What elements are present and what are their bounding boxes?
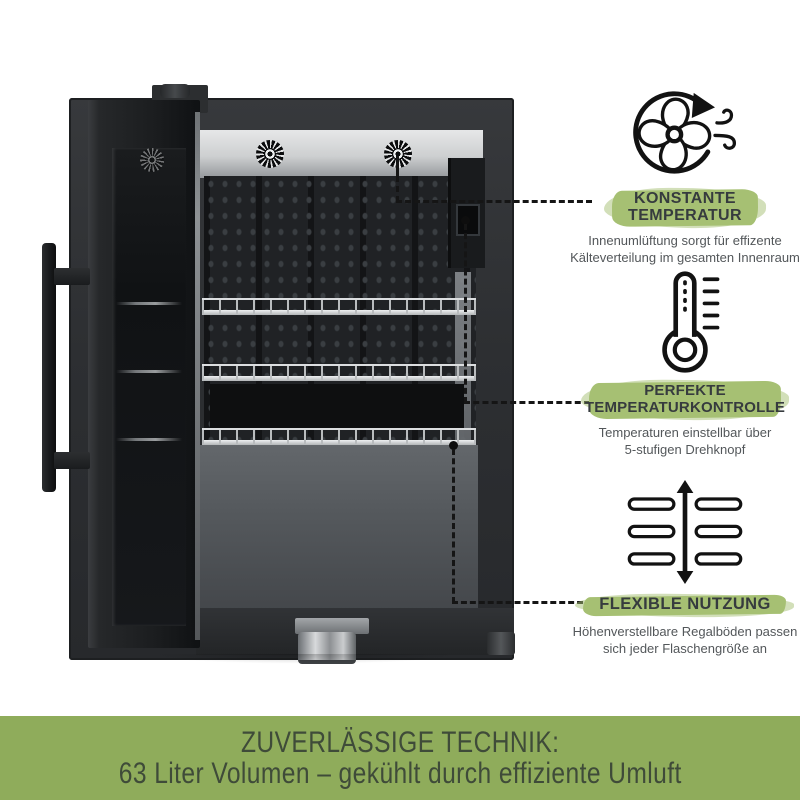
feature-title-highlight: FLEXIBLE NUTZUNG bbox=[591, 594, 778, 615]
fridge-interior-ceiling bbox=[196, 130, 483, 178]
fan-reflection bbox=[140, 148, 164, 172]
callout-line-shelf-vertical bbox=[452, 449, 455, 603]
door-hinge-pin bbox=[160, 84, 190, 98]
callout-line-thermostat-vertical bbox=[464, 224, 467, 403]
callout-line-thermostat-horizontal bbox=[464, 401, 590, 404]
callout-dot-shelf bbox=[449, 441, 458, 450]
feature-description: Temperaturen einstellbar über 5-stufigen… bbox=[598, 425, 772, 457]
feature-callout-temperaturkontrolle: PERFEKTE TEMPERATURKONTROLLE Temperature… bbox=[566, 270, 800, 458]
fridge-foot-left bbox=[298, 632, 356, 664]
feature-title-line: FLEXIBLE NUTZUNG bbox=[599, 595, 771, 613]
wire-shelf-top bbox=[202, 298, 476, 315]
feature-callout-konstante-temperatur: KONSTANTE TEMPERATUR Innenumlüftung sorg… bbox=[566, 84, 800, 266]
shelf-reflection bbox=[116, 370, 182, 373]
feature-description: Höhenverstellbare Regalböden passen sich… bbox=[572, 624, 798, 656]
callout-line-fan-vertical bbox=[396, 176, 399, 202]
door-bottom-hinge bbox=[295, 618, 369, 634]
door-glass-panel bbox=[112, 148, 186, 626]
fridge-foot-right bbox=[487, 632, 515, 655]
feature-title-highlight: PERFEKTE TEMPERATURKONTROLLE bbox=[577, 380, 793, 418]
callout-line-fan-horizontal bbox=[396, 200, 592, 203]
feature-title-line: TEMPERATUR bbox=[628, 207, 742, 224]
fridge-lower-back-panel bbox=[210, 384, 464, 428]
feature-title-line: PERFEKTE bbox=[644, 382, 726, 399]
adjustable-shelves-icon bbox=[627, 480, 743, 584]
fridge-bottom-compartment bbox=[200, 445, 478, 610]
banner-subtitle: 63 Liter Volumen – gekühlt durch effizie… bbox=[118, 757, 682, 790]
callout-line-shelf-horizontal bbox=[452, 601, 592, 604]
callout-dot-thermostat bbox=[461, 216, 470, 225]
feature-callout-flexible-nutzung: FLEXIBLE NUTZUNG Höhenverstellbare Regal… bbox=[566, 476, 800, 657]
thermometer-icon bbox=[662, 271, 720, 373]
floor-shadow bbox=[85, 654, 525, 668]
handle-mount-top bbox=[54, 268, 90, 285]
shelf-reflection bbox=[116, 302, 182, 305]
shelf-reflection bbox=[116, 438, 182, 441]
wire-shelf-middle bbox=[202, 364, 476, 381]
fan-airflow-icon bbox=[633, 91, 737, 174]
wire-shelf-bottom bbox=[202, 428, 476, 445]
bottom-banner: ZUVERLÄSSIGE TECHNIK: 63 Liter Volumen –… bbox=[0, 716, 800, 800]
feature-description: Innenumlüftung sorgt für effizente Kälte… bbox=[570, 233, 800, 265]
feature-title-line: KONSTANTE bbox=[634, 190, 736, 207]
banner-title: ZUVERLÄSSIGE TECHNIK: bbox=[240, 726, 560, 759]
interior-fan-left bbox=[256, 140, 284, 168]
door-inner-edge bbox=[195, 112, 200, 640]
callout-line-fan-stub bbox=[396, 156, 399, 178]
door-handle bbox=[42, 243, 56, 492]
handle-mount-bottom bbox=[54, 452, 90, 469]
feature-title-line: TEMPERATURKONTROLLE bbox=[584, 399, 786, 416]
feature-title-highlight: KONSTANTE TEMPERATUR bbox=[620, 188, 750, 226]
